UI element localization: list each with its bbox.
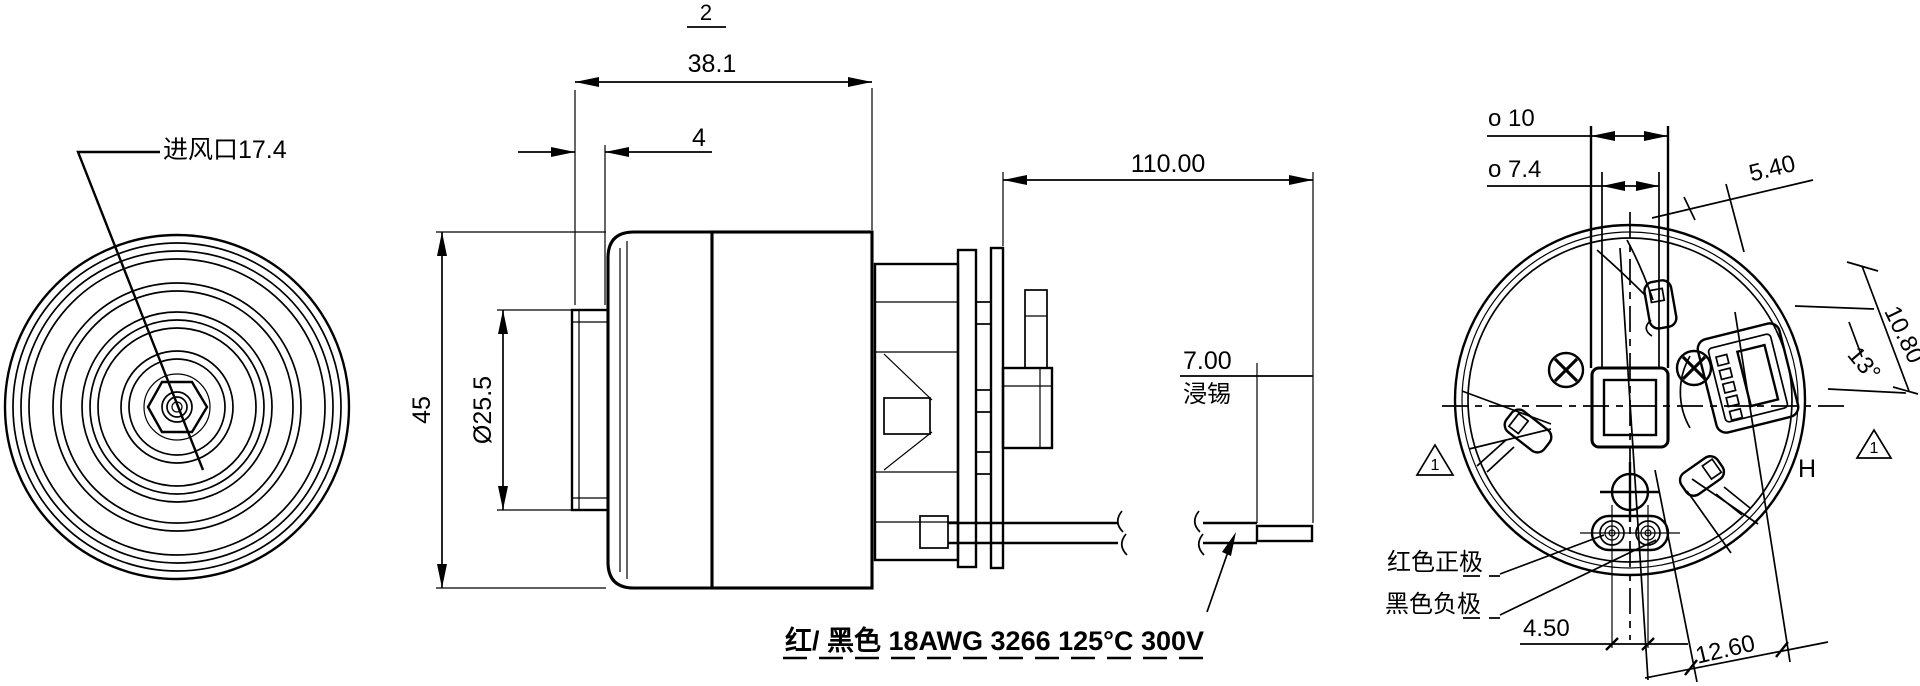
brush-holder [883, 397, 931, 435]
tab-width-value: 5.40 [1746, 150, 1798, 188]
inlet-lip [570, 308, 610, 512]
ground-screw [1600, 462, 1660, 522]
channel-outer-value: o 10 [1488, 105, 1535, 132]
break-mark [1120, 533, 1128, 556]
dim-terminal-pitch: 4.50 [1520, 615, 1688, 651]
dim-connector-offset: 12.60 [1644, 630, 1829, 679]
terminal-post [1024, 289, 1048, 369]
tin-label: 浸锡 [1183, 381, 1231, 408]
connector-pin [1714, 353, 1730, 367]
mounting-screw-left [1547, 351, 1585, 389]
shaft-hex-nut [146, 380, 209, 434]
bracket-plate-rear [989, 246, 1005, 570]
connector [1679, 322, 1800, 434]
connector-pin [1725, 394, 1741, 408]
polarity-labels: 红色正极 黑色负极 [1385, 534, 1657, 619]
connector-height-value: 10.80 [1878, 302, 1920, 368]
connector-offset-value: 12.60 [1693, 630, 1758, 670]
datum-h-label: H [1798, 455, 1816, 483]
terminal-block [1001, 366, 1054, 450]
dim-inlet-diameter: Ø25.5 [469, 309, 572, 511]
inlet-concentric-rings [3, 233, 351, 581]
figure-number: 2 [700, 0, 712, 25]
break-mark [1116, 510, 1124, 533]
lead-spec-text: 红/ 黑色 18AWG 3266 125°C 300V [785, 625, 1204, 656]
bracket-plate-front [956, 248, 978, 569]
break-mark [1193, 510, 1201, 533]
rear-view: o 10 o 7.4 5.40 10.80 13° [1385, 105, 1920, 683]
inlet-label: 进风口17.4 [163, 136, 287, 164]
red-positive-label: 红色正极 [1387, 549, 1483, 576]
reference-lines [1619, 247, 1791, 683]
connector-pin [1718, 367, 1734, 381]
lead-spec-note: 红/ 黑色 18AWG 3266 125°C 300V [783, 532, 1236, 660]
connector-pin [1721, 380, 1737, 395]
winding-tab-bottom [1678, 455, 1759, 554]
motor-body [710, 230, 874, 590]
connector-angle-value: 13° [1842, 342, 1886, 387]
dim-neck-length: 4 [518, 124, 712, 305]
channel-inner-value: o 7.4 [1488, 156, 1541, 183]
lead-length-value: 110.00 [1131, 150, 1206, 178]
body-diameter-value: 45 [408, 396, 436, 424]
winding-tab-left [1461, 390, 1553, 473]
dim-lead-length: 110.00 [1002, 150, 1314, 523]
datum-flag-left: 1 [1415, 443, 1455, 476]
figure-label: 2 [687, 0, 726, 28]
inlet-diameter-value: Ø25.5 [469, 376, 497, 444]
dim-tab-width: 5.40 [1651, 150, 1814, 253]
connector-boss-arc [1679, 355, 1691, 429]
side-view: 38.1 4 45 Ø25.5 [408, 50, 1314, 660]
tinned-wire-end [1255, 524, 1314, 543]
terminal-eyelets [1580, 505, 1680, 648]
dim-connector-angle: 13° [1842, 321, 1886, 387]
inlet-leader-line [76, 150, 205, 471]
winding-tab-top [1596, 239, 1678, 337]
fan-housing [606, 230, 712, 590]
dim-channel-inner: o 7.4 [1487, 156, 1659, 191]
dim-channel-outer: o 10 [1487, 105, 1668, 141]
datum-flag-right: 1 [1855, 428, 1893, 459]
datum-flag-left-number: 1 [1431, 457, 1440, 474]
terminal-pitch-value: 4.50 [1523, 615, 1570, 642]
black-negative-label: 黑色负极 [1385, 591, 1481, 618]
dim-total-length: 38.1 [574, 50, 873, 305]
shaft-hub [1590, 366, 1670, 449]
total-length-value: 38.1 [688, 50, 737, 78]
datum-flag-right-number: 1 [1870, 440, 1879, 457]
lead-grommet [919, 515, 949, 549]
connector-pin [1728, 407, 1744, 422]
end-bracket-assembly [873, 246, 1054, 570]
front-view: 进风口17.4 [3, 136, 351, 581]
lead-wire [948, 510, 1314, 556]
dim-body-diameter: 45 [408, 231, 606, 589]
tin-length-value: 7.00 [1183, 347, 1232, 375]
break-mark [1197, 533, 1205, 556]
dim-tin-length: 7.00 浸锡 [1180, 347, 1313, 523]
neck-length-value: 4 [692, 124, 706, 152]
